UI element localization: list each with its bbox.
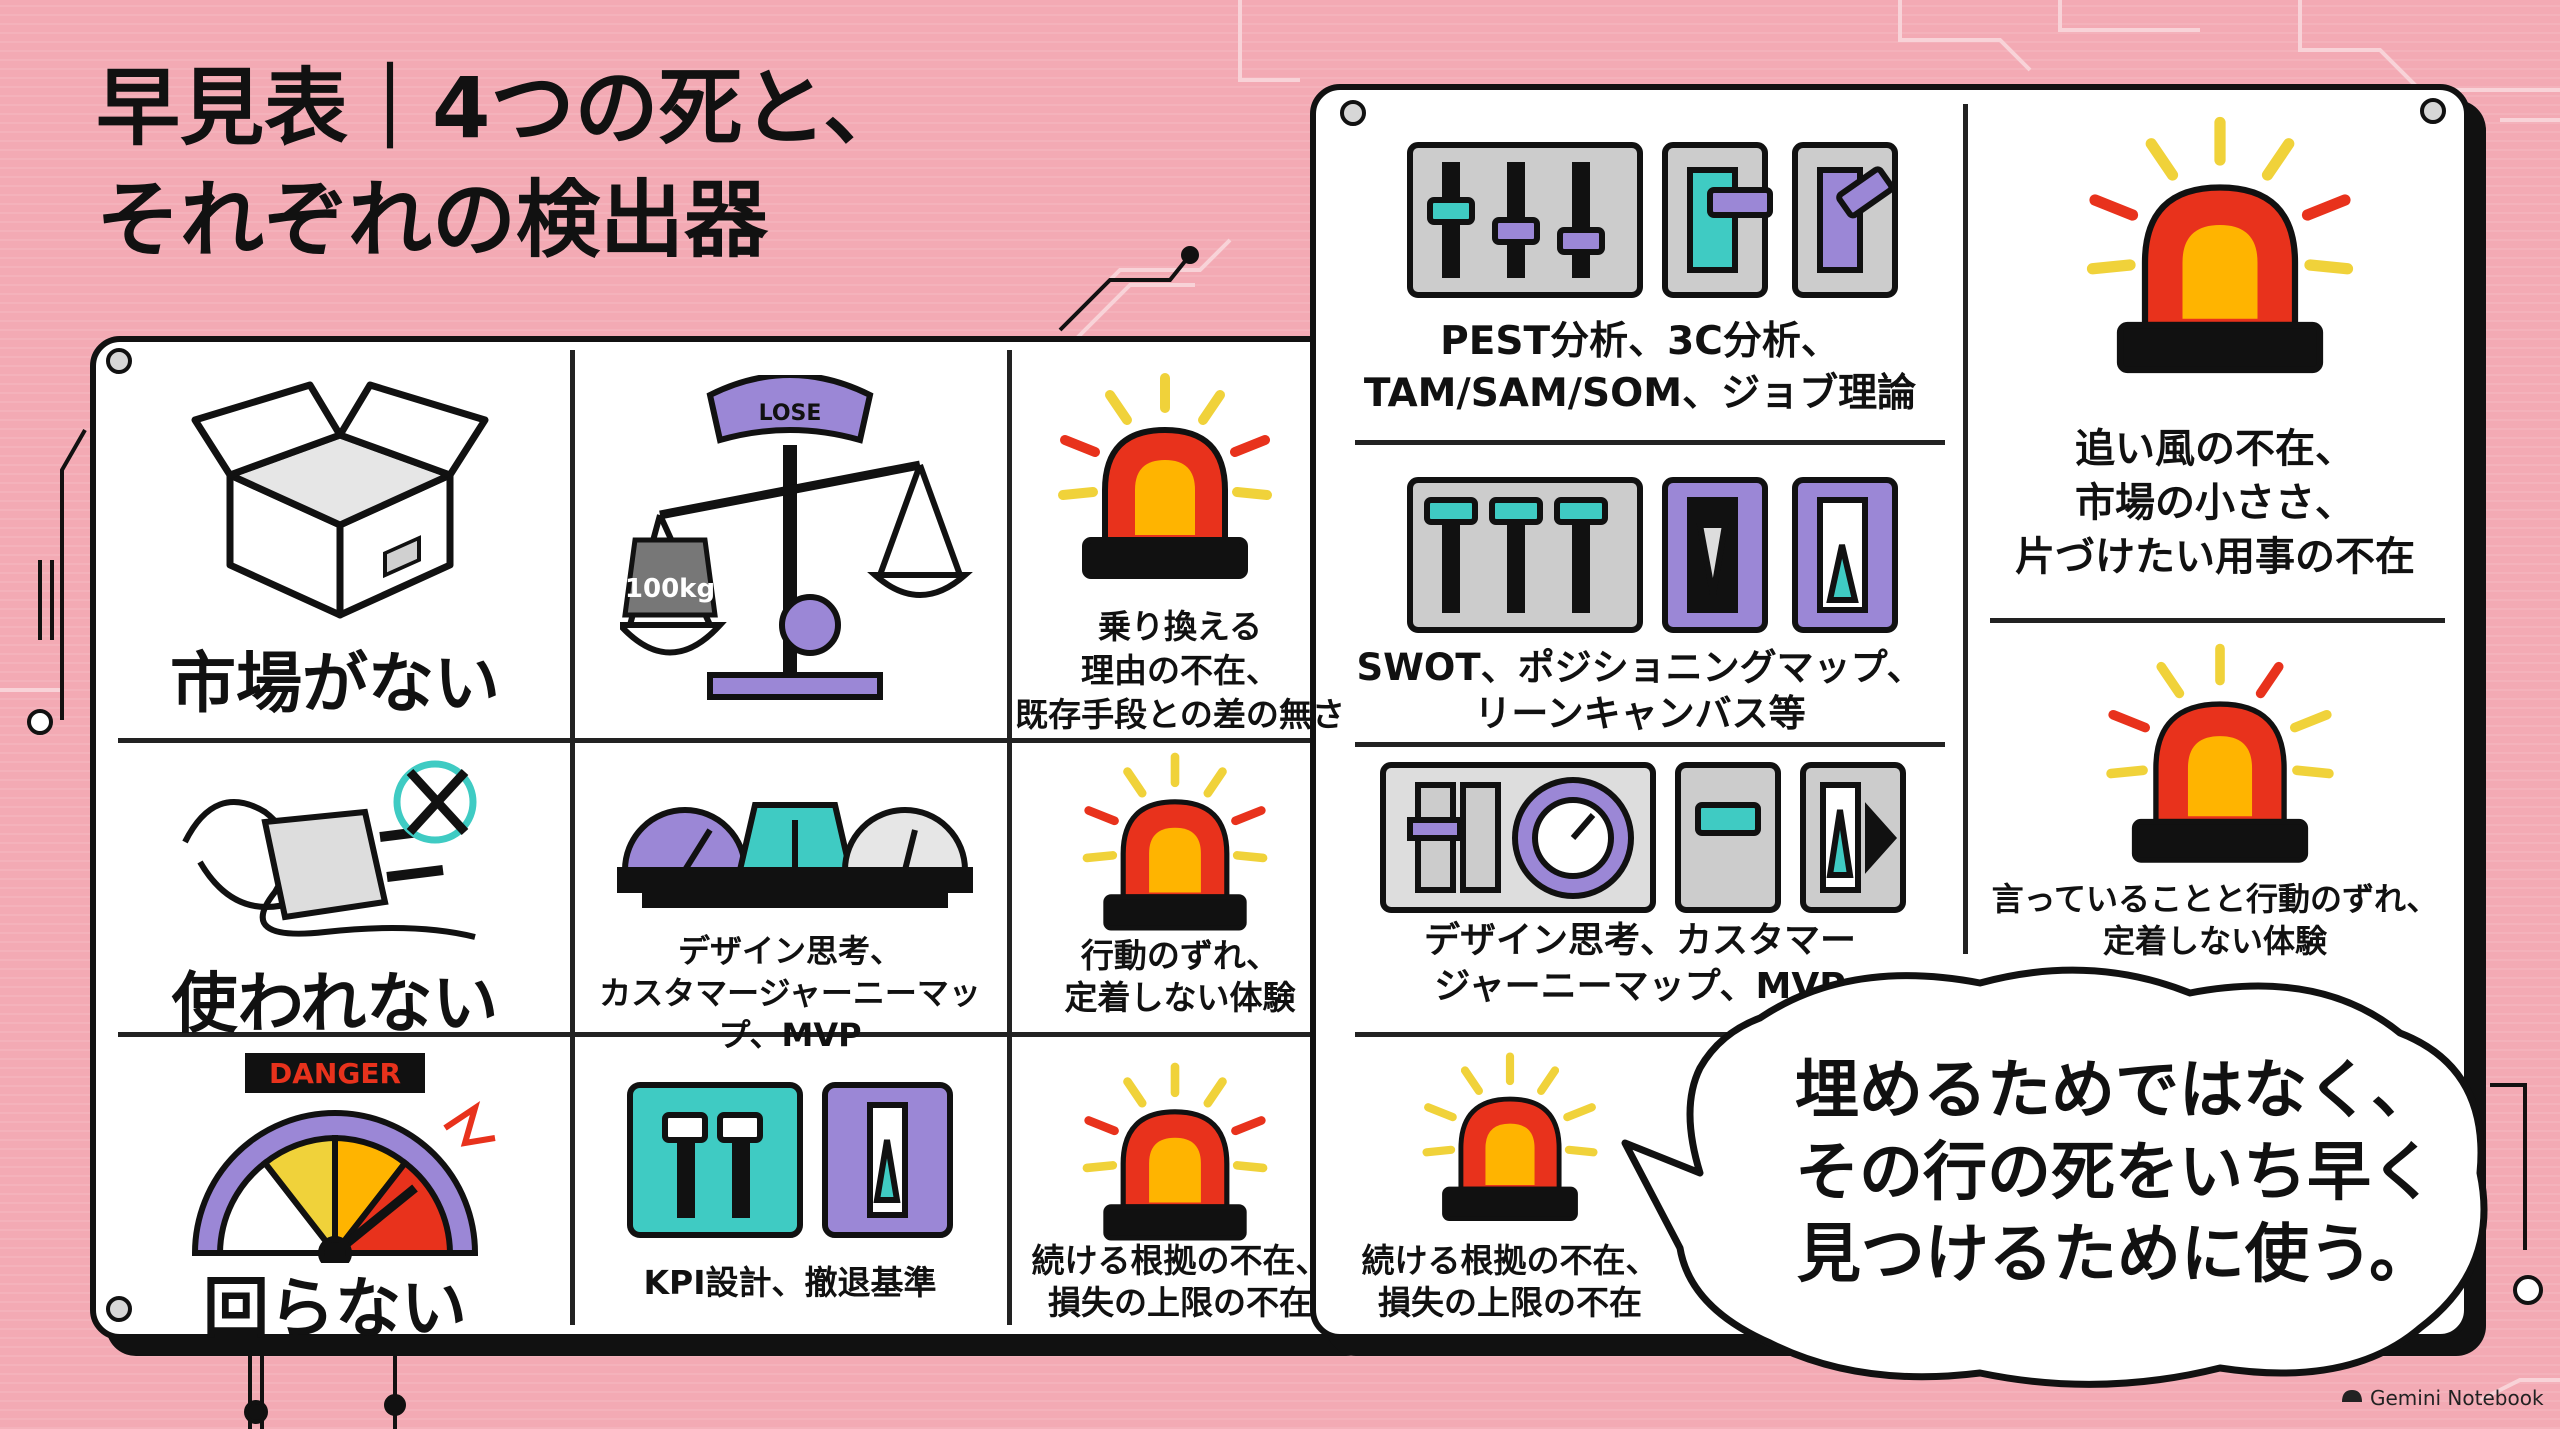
weight-label: 100kg: [625, 574, 715, 604]
siren-icon: [2106, 643, 2334, 863]
panel-screw: [1340, 100, 1366, 126]
slider-panel-icon: [1407, 477, 1898, 633]
row-label-market: 市場がない: [170, 645, 500, 722]
divider: [1963, 104, 1968, 954]
scale-label: LOSE: [759, 401, 822, 426]
signal-usage-right: 言っていることと行動のずれ、 定着しない体験: [1991, 880, 2439, 960]
danger-label: DANGER: [269, 1057, 401, 1090]
siren-icon: [1422, 1052, 1598, 1221]
empty-box-icon: [191, 381, 489, 619]
tools-market-1: PEST分析、3C分析、 TAM/SAM/SOM、ジョブ理論: [1363, 319, 1917, 416]
divider: [1355, 440, 1945, 445]
divider: [118, 1032, 1353, 1037]
switches-icon: [627, 1082, 953, 1238]
notebook-logo-icon: [2342, 1390, 2362, 1402]
panel-screw: [106, 348, 132, 374]
tools-usage: デザイン思考、カスタマー ジャーニーマップ、MVP: [1423, 920, 1856, 1007]
tools-market-2: SWOT、ポジショニングマップ、 リーンキャンバス等: [1356, 646, 1924, 735]
row-label-operations: 回らない: [203, 1270, 467, 1347]
siren-icon: [2086, 116, 2354, 374]
speech-bubble: [1621, 966, 2488, 1388]
slider-panel-icon: [1407, 142, 1898, 298]
siren-icon: [1082, 1062, 1268, 1241]
divider: [1355, 742, 1945, 747]
siren-icon: [1082, 752, 1268, 931]
danger-meter-icon: DANGER: [191, 1053, 496, 1263]
signal-operations-right: 続ける根拠の不在、 損失の上限の不在: [1361, 1241, 1659, 1322]
row-signal-usage: 行動のずれ、 定着しない体験: [1064, 936, 1296, 1017]
panel-screw: [106, 1296, 132, 1322]
row-signal-market: 乗り換える 理由の不在、 既存手段との差の無さ: [1015, 607, 1345, 734]
brand-label: Gemini Notebook: [2370, 1386, 2544, 1410]
divider: [118, 738, 1353, 743]
divider: [1355, 1032, 1975, 1037]
row-signal-operations: 続ける根拠の不在、 損失の上限の不在: [1031, 1241, 1329, 1322]
dial-panel-icon: [1380, 762, 1906, 913]
unplugged-plug-icon: [182, 760, 477, 940]
divider: [1007, 350, 1012, 1325]
panel-screw: [2420, 98, 2446, 124]
gauges-icon: [617, 802, 973, 908]
bubble-text: 埋めるためではなく、 その行の死をいち早く 見つけるために使う。: [1795, 1054, 2435, 1292]
page-title: 早見表｜4つの死と、 それぞれの検出器: [96, 59, 908, 269]
divider: [1990, 618, 2445, 623]
signal-market-right: 追い風の不在、 市場の小ささ、 片づけたい用事の不在: [2015, 426, 2415, 580]
row-label-usage: 使われない: [171, 965, 499, 1042]
siren-icon: [1058, 373, 1272, 579]
divider: [570, 350, 575, 1325]
row-tools-operations: KPI設計、撤退基準: [643, 1263, 937, 1302]
scale-lose-icon: LOSE 100kg: [620, 375, 973, 700]
row-tools-usage: デザイン思考、 カスタマージャーニーマップ、MVP: [599, 932, 981, 1054]
